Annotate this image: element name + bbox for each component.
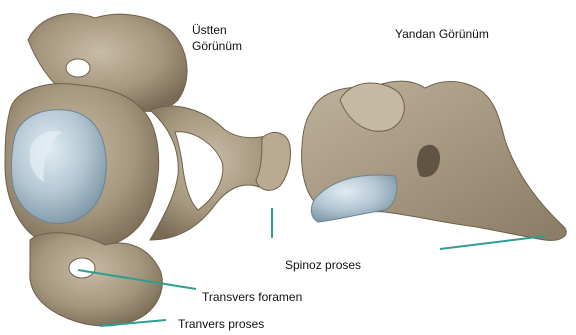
top-view-label-line1: Üstten xyxy=(192,23,227,37)
top-view-label-line2: Görünüm xyxy=(192,39,242,53)
transverse-foramen-hole xyxy=(69,258,95,278)
side-spinous-pointer xyxy=(440,236,545,249)
side-view-label: Yandan Görünüm xyxy=(395,27,489,41)
spinous-process-label: Spinoz proses xyxy=(285,258,361,272)
upper-foramen xyxy=(66,59,90,77)
transverse-foramen-label: Transvers foramen xyxy=(202,290,302,304)
transverse-process-label: Tranvers proses xyxy=(178,317,264,331)
top-view-vertebra xyxy=(5,14,291,326)
intervertebral-disc xyxy=(11,110,106,224)
side-view-vertebra xyxy=(302,81,567,240)
